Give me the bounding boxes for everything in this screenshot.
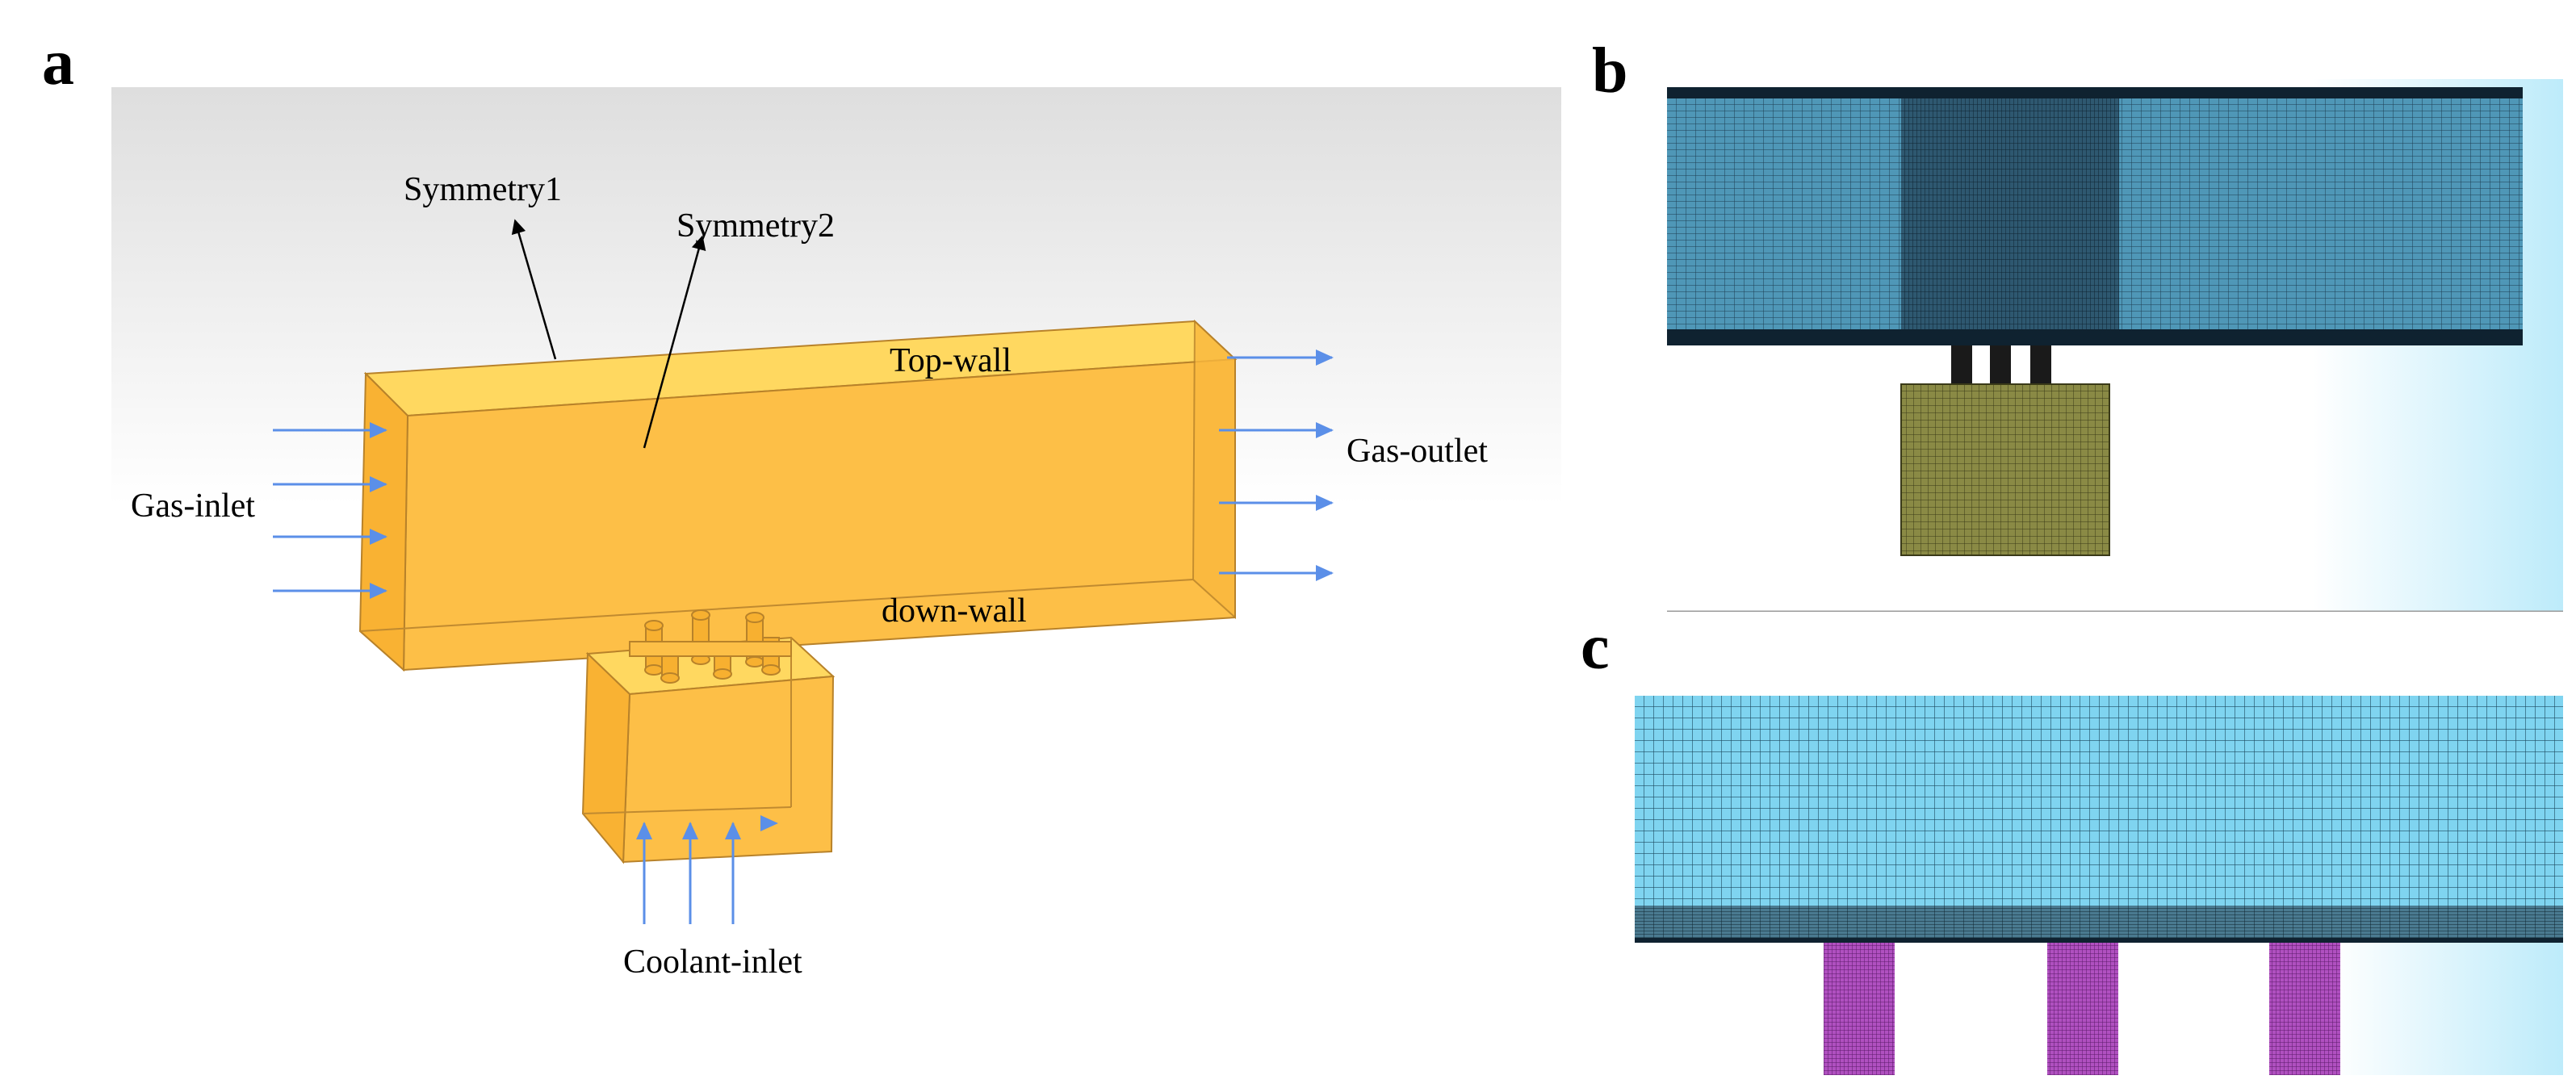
panel-b-mesh [1667, 79, 2563, 612]
mesh-b-holes [1951, 345, 2051, 386]
label-coolant-inlet: Coolant-inlet [623, 944, 802, 981]
panel-letter-a: a [42, 27, 74, 98]
label-top-wall: Top-wall [890, 342, 1012, 379]
label-gas-inlet: Gas-inlet [131, 488, 255, 525]
coolant-plenum [581, 636, 836, 864]
mesh-b-plenum [1900, 383, 2110, 556]
gas-outlet-arrows [1219, 349, 1334, 581]
gas-inlet-arrows [273, 422, 387, 599]
label-down-wall: down-wall [882, 592, 1027, 630]
symmetry1-pointer [511, 219, 557, 360]
mesh-c-near-wall [1635, 906, 2563, 941]
panel-letter-c: c [1581, 612, 1610, 683]
panel-letter-b: b [1592, 36, 1628, 107]
coolant-inlet-arrows [636, 822, 741, 924]
label-symmetry2: Symmetry2 [676, 207, 835, 245]
mesh-b-refined-zone [1901, 87, 2119, 345]
symmetry2-pointer [643, 235, 706, 449]
label-symmetry1: Symmetry1 [404, 171, 562, 208]
mesh-c-holes [1824, 943, 2340, 1075]
main-channel [358, 319, 1238, 672]
mesh-c-channel [1635, 696, 2563, 906]
label-gas-outlet: Gas-outlet [1347, 433, 1488, 470]
panel-c-mesh [1635, 696, 2563, 1075]
cooling-holes [629, 609, 792, 684]
